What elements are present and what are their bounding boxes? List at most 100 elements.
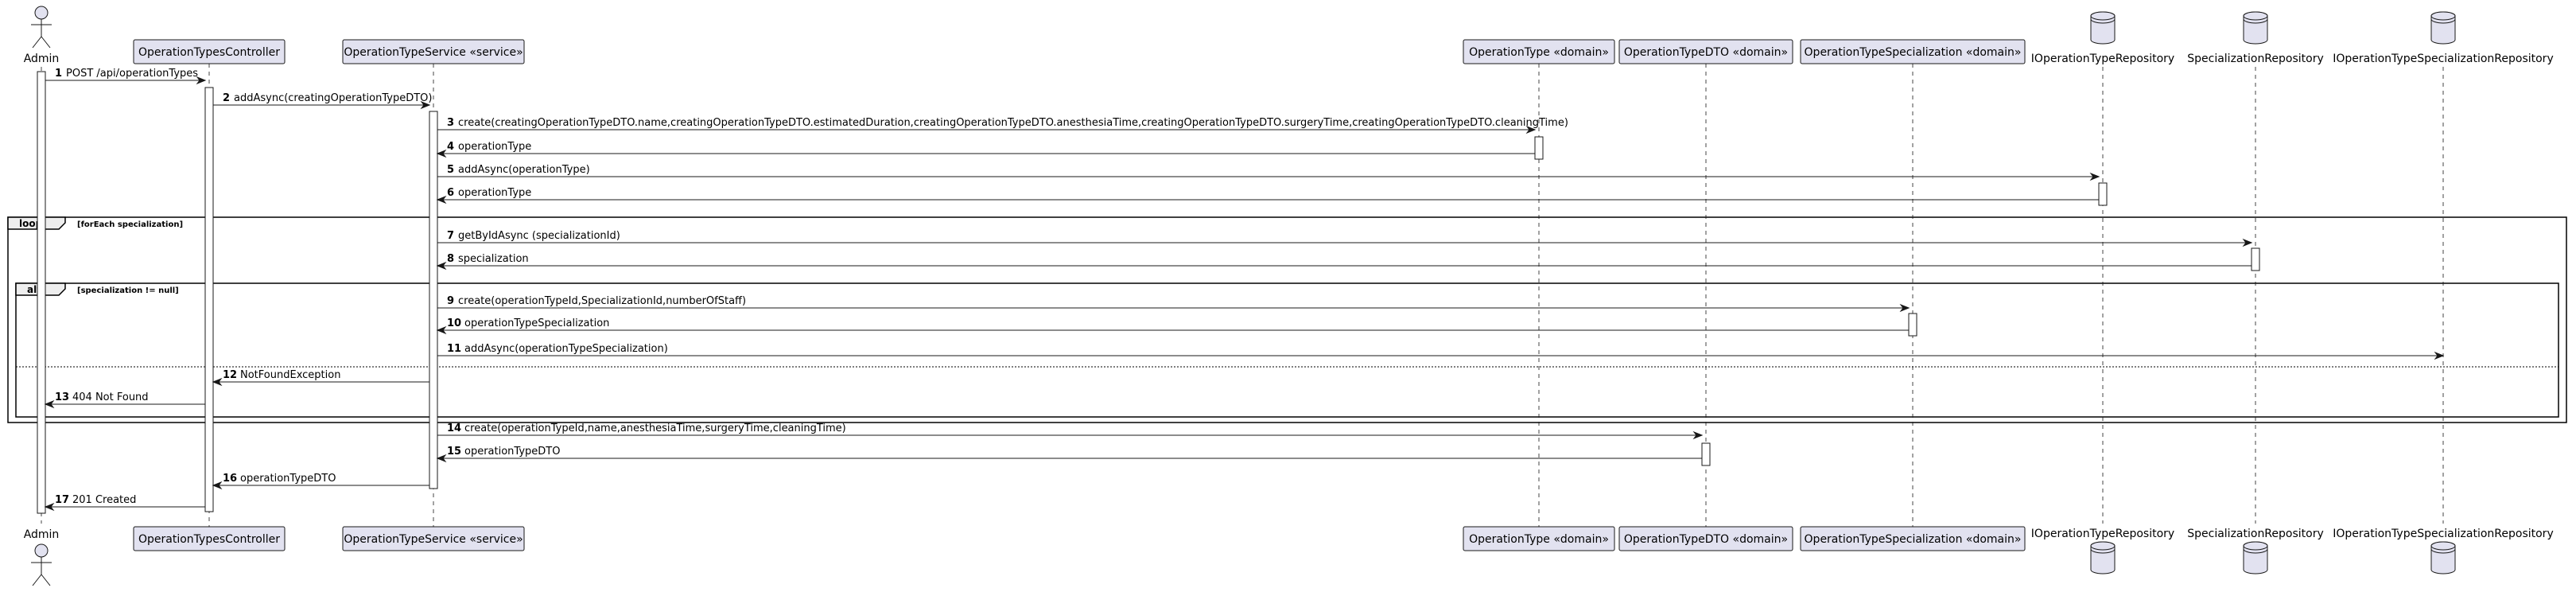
message-label: 201 Created <box>72 494 136 506</box>
activation-svc <box>429 111 438 489</box>
arrowhead-icon <box>436 325 447 335</box>
participant-label: IOperationTypeSpecializationRepository <box>2333 528 2553 540</box>
arrowhead-icon <box>44 399 55 409</box>
participant-repo2-top: SpecializationRepository <box>2187 11 2324 65</box>
activation-otype <box>1534 136 1544 160</box>
arrowhead-icon <box>436 149 447 158</box>
actor-leg-icon <box>32 36 42 49</box>
database-rim-icon <box>2090 548 2116 554</box>
activation-admin <box>37 71 46 514</box>
message-label: addAsync(operationTypeSpecialization) <box>464 343 668 355</box>
actor-leg-icon <box>32 574 42 586</box>
participant-otype-bottom: OperationType «domain» <box>1463 526 1615 551</box>
participant-label: OperationTypeService «service» <box>344 533 523 546</box>
participant-ots-top: OperationTypeSpecialization «domain» <box>1800 39 2026 64</box>
arrowhead-icon <box>436 261 447 271</box>
message-label: addAsync(operationType) <box>458 164 590 176</box>
database-top-icon <box>2243 541 2268 551</box>
participant-box <box>1800 39 2026 64</box>
activation-dto <box>1701 442 1711 466</box>
participant-label: OperationTypesController <box>138 46 280 59</box>
arrowhead-icon <box>212 377 223 387</box>
actor-leg-icon <box>41 36 51 49</box>
participant-box <box>342 39 525 64</box>
message-label: create(operationTypeId,name,anesthesiaTi… <box>464 423 846 434</box>
participant-repo1-top: IOperationTypeRepository <box>2031 11 2174 65</box>
participant-label: Admin <box>24 53 60 65</box>
participant-box <box>1800 526 2026 551</box>
participant-admin-bottom: Admin <box>24 528 59 586</box>
activation-ctrl <box>204 87 214 512</box>
participant-box <box>133 526 286 551</box>
message-number: 1 <box>55 68 62 80</box>
arrowhead-icon <box>436 454 447 463</box>
message-label: 404 Not Found <box>72 391 149 403</box>
message-label: getByIdAsync (specializationId) <box>458 230 620 242</box>
message-number: 16 <box>223 473 237 485</box>
message-number: 6 <box>447 187 454 199</box>
actor-head-icon <box>34 6 49 20</box>
participant-ctrl-top: OperationTypesController <box>133 39 286 64</box>
lifelines <box>41 64 2444 527</box>
participant-box <box>1618 526 1793 551</box>
database-top-icon <box>2430 541 2456 551</box>
loop-frame-tab <box>7 216 66 230</box>
database-top-icon <box>2243 11 2268 21</box>
message-label: NotFoundException <box>240 369 340 381</box>
message-label: specialization <box>458 253 529 265</box>
message-number: 9 <box>447 295 454 307</box>
message-number: 7 <box>447 230 454 242</box>
message-6: 6 operationType <box>436 187 2099 204</box>
database-rim-icon <box>2243 548 2268 554</box>
activation-repo1 <box>2098 182 2108 206</box>
activation-ots <box>1908 313 1917 337</box>
participant-label: OperationTypesController <box>138 533 280 546</box>
message-label: create(creatingOperationTypeDTO.name,cre… <box>458 117 1568 129</box>
message-label: operationType <box>458 187 531 199</box>
message-number: 4 <box>447 141 454 153</box>
message-number: 12 <box>223 369 237 381</box>
message-label: operationTypeDTO <box>240 473 336 485</box>
participant-box <box>133 39 286 64</box>
participant-otype-top: OperationType «domain» <box>1463 39 1615 64</box>
database-rim-icon <box>2243 18 2268 24</box>
arrowhead-icon <box>1899 303 1910 313</box>
message-8: 8 specialization <box>436 253 2252 271</box>
loop-frame <box>7 216 2567 423</box>
participant-label: SpecializationRepository <box>2187 528 2324 540</box>
message-5: 5 addAsync(operationType) <box>437 164 2100 181</box>
participant-label: OperationTypeDTO «domain» <box>1624 46 1788 59</box>
participant-repo1-bottom: IOperationTypeRepository <box>2031 528 2174 574</box>
arrowhead-icon <box>196 76 207 85</box>
alt-frame <box>15 282 2559 418</box>
participant-svc-bottom: OperationTypeService «service» <box>342 526 525 551</box>
fragment-frames: loop[forEach specialization]alt[speciali… <box>7 216 2567 423</box>
database-top-icon <box>2430 11 2456 21</box>
alt-guard: [specialization != null] <box>77 286 179 295</box>
participant-label: IOperationTypeRepository <box>2031 53 2174 65</box>
participant-label: SpecializationRepository <box>2187 53 2324 65</box>
database-rim-icon <box>2090 18 2116 24</box>
arrowhead-icon <box>2434 351 2445 360</box>
participant-repo3-bottom: IOperationTypeSpecializationRepository <box>2333 528 2554 574</box>
message-number: 14 <box>447 423 461 434</box>
participant-svc-top: OperationTypeService «service» <box>342 39 525 64</box>
activation-repo2 <box>2251 247 2260 271</box>
loop-keyword: loop <box>19 218 43 229</box>
message-number: 8 <box>447 253 454 265</box>
arrowhead-icon <box>2089 172 2100 181</box>
message-number: 5 <box>447 164 454 176</box>
arrowhead-icon <box>1692 430 1704 440</box>
participant-label: OperationTypeDTO «domain» <box>1624 533 1788 546</box>
participant-label: OperationTypeSpecialization «domain» <box>1805 46 2022 59</box>
message-label: addAsync(creatingOperationTypeDTO) <box>234 92 432 104</box>
participant-repo2-bottom: SpecializationRepository <box>2187 528 2324 574</box>
